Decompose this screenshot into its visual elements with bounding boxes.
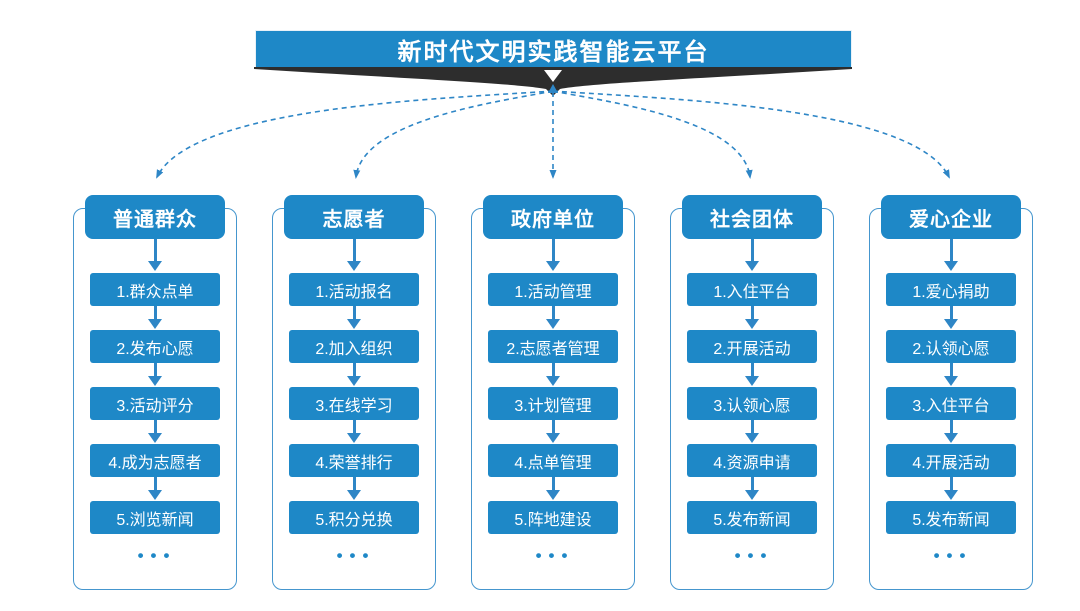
down-arrow-icon: [346, 477, 362, 501]
step-box: 4.开展活动: [886, 444, 1016, 477]
step-box: 3.计划管理: [488, 387, 618, 420]
more-dots: •••: [734, 546, 774, 565]
step-box: 4.成为志愿者: [90, 444, 220, 477]
column-header: 政府单位: [483, 195, 623, 239]
column-title: 爱心企业: [909, 208, 993, 231]
dashed-connector-arrows: [156, 84, 950, 179]
down-arrow-icon: [346, 420, 362, 444]
down-arrow-icon: [943, 239, 959, 273]
down-arrow-icon: [943, 420, 959, 444]
step-box: 3.在线学习: [289, 387, 419, 420]
step-box: 4.资源申请: [687, 444, 817, 477]
step-box: 5.积分兑换: [289, 501, 419, 534]
down-arrow-icon: [943, 306, 959, 330]
down-arrow-icon: [346, 306, 362, 330]
step-box: 5.发布新闻: [687, 501, 817, 534]
column-title: 普通群众: [113, 208, 197, 231]
more-dots: •••: [137, 546, 177, 565]
column-volunteers: 志愿者 1.活动报名 2.加入组织 3.在线学习 4.荣誉排行 5.积分兑换 •…: [272, 195, 436, 595]
connector-hub-icon: [548, 84, 558, 93]
down-arrow-icon: [147, 363, 163, 387]
down-arrow-icon: [346, 363, 362, 387]
column-title: 志愿者: [322, 208, 386, 231]
down-arrow-icon: [147, 420, 163, 444]
column-ordinary-people: 普通群众 1.群众点单 2.发布心愿 3.活动评分 4.成为志愿者 5.浏览新闻…: [73, 195, 237, 595]
platform-title-banner: 新时代文明实践智能云平台: [255, 30, 852, 68]
banner-swoosh-shape: [254, 67, 852, 96]
column-header: 爱心企业: [881, 195, 1021, 239]
down-arrow-icon: [744, 420, 760, 444]
step-box: 5.发布新闻: [886, 501, 1016, 534]
step-box: 3.入住平台: [886, 387, 1016, 420]
connector-to-column-1: [156, 90, 554, 179]
step-box: 2.发布心愿: [90, 330, 220, 363]
more-dots: •••: [933, 546, 973, 565]
down-arrow-icon: [744, 306, 760, 330]
platform-title: 新时代文明实践智能云平台: [397, 38, 710, 66]
down-arrow-icon: [545, 363, 561, 387]
column-header: 社会团体: [682, 195, 822, 239]
step-box: 4.荣誉排行: [289, 444, 419, 477]
step-box: 2.认领心愿: [886, 330, 1016, 363]
column-header: 志愿者: [284, 195, 424, 239]
down-triangle-icon: [544, 70, 562, 82]
down-arrow-icon: [545, 239, 561, 273]
down-arrow-icon: [147, 477, 163, 501]
down-arrow-icon: [545, 306, 561, 330]
down-arrow-icon: [147, 239, 163, 273]
step-box: 2.开展活动: [687, 330, 817, 363]
step-box: 2.志愿者管理: [488, 330, 618, 363]
connector-to-column-2: [353, 90, 554, 179]
step-box: 1.活动报名: [289, 273, 419, 306]
down-arrow-icon: [346, 239, 362, 273]
step-box: 1.群众点单: [90, 273, 220, 306]
more-dots: •••: [535, 546, 575, 565]
down-arrow-icon: [744, 477, 760, 501]
step-box: 5.阵地建设: [488, 501, 618, 534]
step-box: 2.加入组织: [289, 330, 419, 363]
column-title: 社会团体: [710, 208, 794, 231]
down-arrow-icon: [545, 420, 561, 444]
down-arrow-icon: [943, 477, 959, 501]
step-box: 1.入住平台: [687, 273, 817, 306]
column-title: 政府单位: [511, 208, 595, 231]
down-arrow-icon: [744, 239, 760, 273]
step-box: 5.浏览新闻: [90, 501, 220, 534]
connector-to-column-5: [552, 90, 950, 179]
step-box: 3.活动评分: [90, 387, 220, 420]
step-box: 4.点单管理: [488, 444, 618, 477]
column-government-units: 政府单位 1.活动管理 2.志愿者管理 3.计划管理 4.点单管理 5.阵地建设…: [471, 195, 635, 595]
down-arrow-icon: [744, 363, 760, 387]
step-box: 1.爱心捐助: [886, 273, 1016, 306]
step-box: 1.活动管理: [488, 273, 618, 306]
column-caring-enterprises: 爱心企业 1.爱心捐助 2.认领心愿 3.入住平台 4.开展活动 5.发布新闻 …: [869, 195, 1033, 595]
connector-to-column-4: [552, 90, 753, 179]
step-box: 3.认领心愿: [687, 387, 817, 420]
column-header: 普通群众: [85, 195, 225, 239]
more-dots: •••: [336, 546, 376, 565]
down-arrow-icon: [147, 306, 163, 330]
column-social-groups: 社会团体 1.入住平台 2.开展活动 3.认领心愿 4.资源申请 5.发布新闻 …: [670, 195, 834, 595]
down-arrow-icon: [545, 477, 561, 501]
down-arrow-icon: [943, 363, 959, 387]
